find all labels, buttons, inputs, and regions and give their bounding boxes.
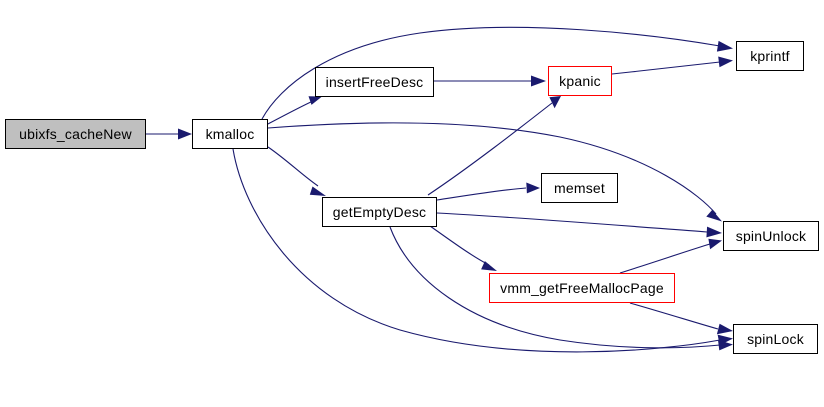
node-kprintf[interactable]: kprintf [736, 41, 804, 71]
node-label: kpanic [559, 72, 601, 89]
node-label: getEmptyDesc [332, 203, 427, 220]
edge-kmalloc-getEmptyDesc [267, 146, 319, 187]
node-kmalloc[interactable]: kmalloc [192, 119, 268, 149]
arrow-getEmptyDesc-kpanic [549, 96, 561, 109]
arrow-kmalloc-getEmptyDesc [309, 186, 326, 196]
edge-kmalloc-kprintf [261, 26, 721, 120]
edge-kmalloc-spinUnlock [267, 122, 717, 215]
node-label: kprintf [750, 47, 790, 64]
arrow-kmalloc-insertFreeDesc [308, 96, 322, 105]
arrow-kmalloc-kprintf [716, 40, 733, 52]
node-label: kmalloc [205, 125, 255, 142]
edge-kpanic-kprintf [611, 61, 721, 75]
arrow-insertFreeDesc-kpanic [531, 75, 546, 87]
edge-vmm_getFreeMallocPage-spinLock [629, 302, 719, 330]
arrow-ubixfs_cacheNew-kmalloc [178, 128, 192, 140]
node-ubixfs-cachenew[interactable]: ubixfs_cacheNew [5, 119, 146, 149]
node-label: spinLock [747, 330, 804, 347]
edge-getEmptyDesc-spinUnlock [436, 212, 708, 233]
node-getemptydesc[interactable]: getEmptyDesc [322, 197, 437, 227]
edge-kmalloc-insertFreeDesc [267, 100, 314, 125]
node-label: memset [554, 179, 605, 196]
arrow-getEmptyDesc-spinLock [718, 339, 733, 351]
edge-kmalloc-spinLock [232, 148, 721, 353]
edge-getEmptyDesc-memset [436, 187, 527, 201]
arrow-kmalloc-spinUnlock [706, 209, 722, 222]
node-label: insertFreeDesc [325, 73, 424, 90]
node-memset[interactable]: memset [541, 173, 618, 203]
node-label: vmm_getFreeMallocPage [500, 279, 664, 296]
arrow-vmm_getFreeMallocPage-spinUnlock [708, 238, 722, 250]
edge-getEmptyDesc-vmm_getFreeMallocPage [429, 225, 490, 266]
node-label: ubixfs_cacheNew [19, 125, 132, 142]
arrow-getEmptyDesc-spinUnlock [706, 226, 722, 238]
edge-vmm_getFreeMallocPage-spinUnlock [619, 243, 711, 274]
arrow-vmm_getFreeMallocPage-spinLock [716, 323, 733, 335]
node-kpanic[interactable]: kpanic [548, 66, 612, 96]
node-vmm-getfreemallocpage[interactable]: vmm_getFreeMallocPage [489, 273, 675, 303]
node-spinlock[interactable]: spinLock [733, 324, 818, 354]
node-spinunlock[interactable]: spinUnlock [723, 221, 819, 251]
node-label: spinUnlock [735, 227, 807, 244]
edge-getEmptyDesc-spinLock [389, 226, 721, 349]
arrow-kpanic-kprintf [718, 56, 733, 68]
arrow-getEmptyDesc-vmm_getFreeMallocPage [481, 261, 497, 271]
arrow-getEmptyDesc-memset [526, 182, 540, 194]
edge-getEmptyDesc-kpanic [427, 102, 553, 196]
node-insertfreedesc[interactable]: insertFreeDesc [315, 67, 434, 97]
